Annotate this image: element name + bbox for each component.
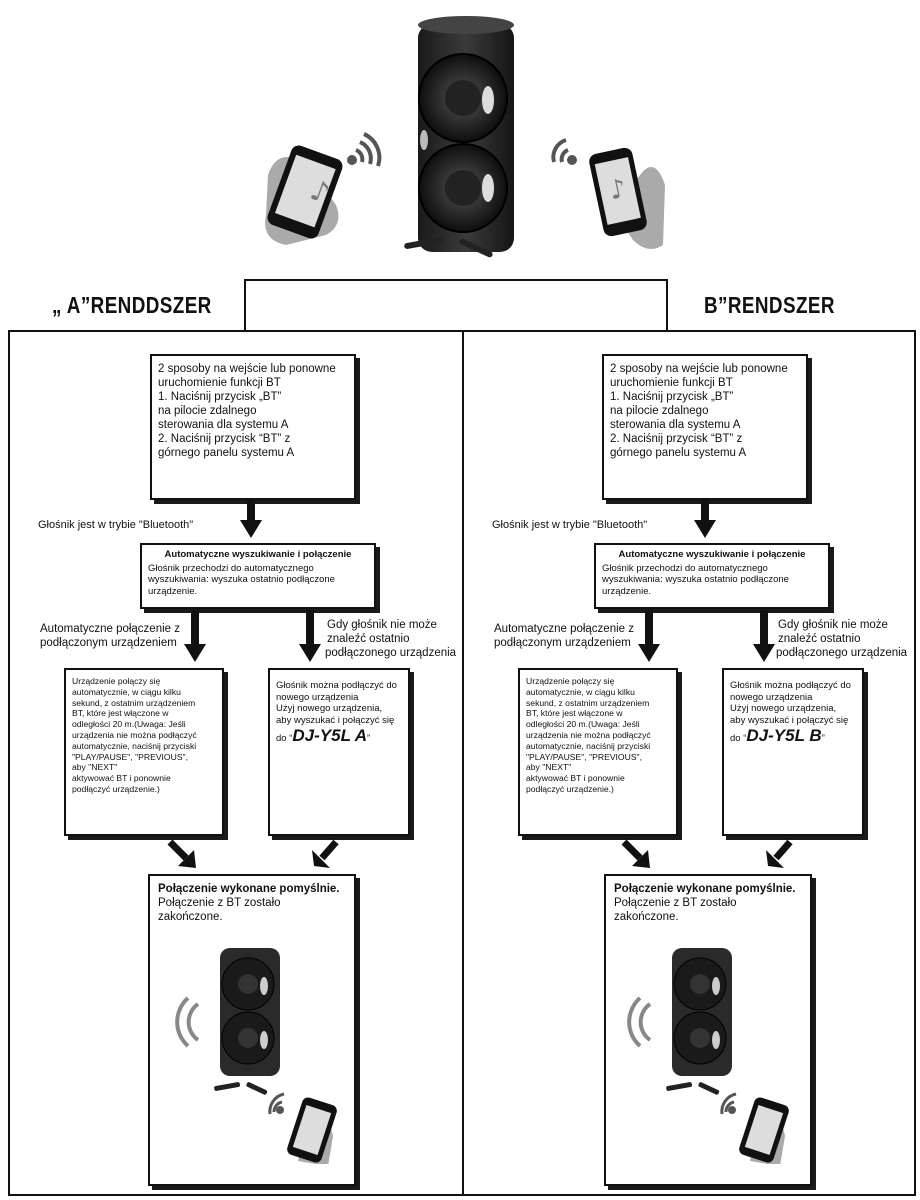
auto-connect-label: Automatyczne połączenie z podłączonym ur… xyxy=(494,623,634,649)
auto-connect-label: Automatyczne połączenie z podłączonym ur… xyxy=(40,623,180,649)
arrow-icon xyxy=(240,500,262,538)
wifi-signal-icon xyxy=(627,996,652,1048)
arrow-icon xyxy=(167,839,196,868)
phone-icon xyxy=(287,1097,337,1164)
arrow-icon xyxy=(184,610,206,662)
connector-line xyxy=(244,279,668,330)
success-box: Połączenie wykonane pomyślnie. Połączeni… xyxy=(604,874,812,1186)
system-b-panel xyxy=(462,330,916,1196)
speaker-icon xyxy=(418,16,514,252)
phone-icon xyxy=(739,1097,789,1164)
phone-icon: ♪ xyxy=(589,147,665,249)
mode-label: Głośnik jest w trybie "Bluetooth" xyxy=(38,519,194,531)
microphone-icon xyxy=(666,1082,720,1095)
start-box: 2 sposoby na wejście lub ponowne uruchom… xyxy=(602,354,808,500)
arrow-icon xyxy=(638,610,660,662)
not-found-label: Gdy głośnik nie może znaleźć ostatnio po… xyxy=(776,619,908,659)
arrow-icon xyxy=(753,610,775,662)
mode-label: Głośnik jest w trybie "Bluetooth" xyxy=(492,519,648,531)
model-name: DJ-Y5L B xyxy=(746,726,822,745)
system-b-heading: B”RENDSZER xyxy=(704,292,835,318)
arrow-icon xyxy=(766,839,793,868)
new-device-box: Głośnik można podłączyć do nowego urządz… xyxy=(268,668,410,836)
auto-connect-box: Urządzenie połączy się automatycznie, w … xyxy=(518,668,678,836)
start-box: 2 sposoby na wejście lub ponowne uruchom… xyxy=(150,354,356,500)
phone-icon: ♪ xyxy=(265,145,343,245)
success-box: Połączenie wykonane pomyślnie. Połączeni… xyxy=(148,874,356,1186)
speaker-icon xyxy=(220,948,280,1076)
arrow-icon xyxy=(299,610,321,662)
wifi-signal-icon xyxy=(347,132,382,167)
arrow-icon xyxy=(694,500,716,538)
not-found-label: Gdy głośnik nie może znaleźć ostatnio po… xyxy=(325,619,457,659)
model-name: DJ-Y5L A xyxy=(292,726,368,745)
auto-search-box: Automatyczne wyszukiwanie i połączenie G… xyxy=(594,543,830,609)
wifi-signal-icon xyxy=(551,138,577,165)
wifi-signal-icon xyxy=(720,1092,737,1115)
new-device-box: Głośnik można podłączyć do nowego urządz… xyxy=(722,668,864,836)
microphone-icon xyxy=(214,1082,268,1095)
auto-connect-box: Urządzenie połączy się automatycznie, w … xyxy=(64,668,224,836)
arrow-icon xyxy=(312,839,339,868)
success-illustration xyxy=(627,948,789,1164)
arrow-icon xyxy=(621,839,650,868)
system-a-heading: „ A”RENDDSZER xyxy=(52,292,212,318)
svg-text:♪: ♪ xyxy=(607,174,629,207)
auto-search-box: Automatyczne wyszukiwanie i połączenie G… xyxy=(140,543,376,609)
speaker-icon xyxy=(672,948,732,1076)
top-illustration: ♪ ♪ xyxy=(244,16,668,330)
wifi-signal-icon xyxy=(268,1092,285,1115)
microphone-icon xyxy=(404,237,493,258)
success-illustration xyxy=(175,948,337,1164)
wifi-signal-icon xyxy=(175,996,200,1048)
